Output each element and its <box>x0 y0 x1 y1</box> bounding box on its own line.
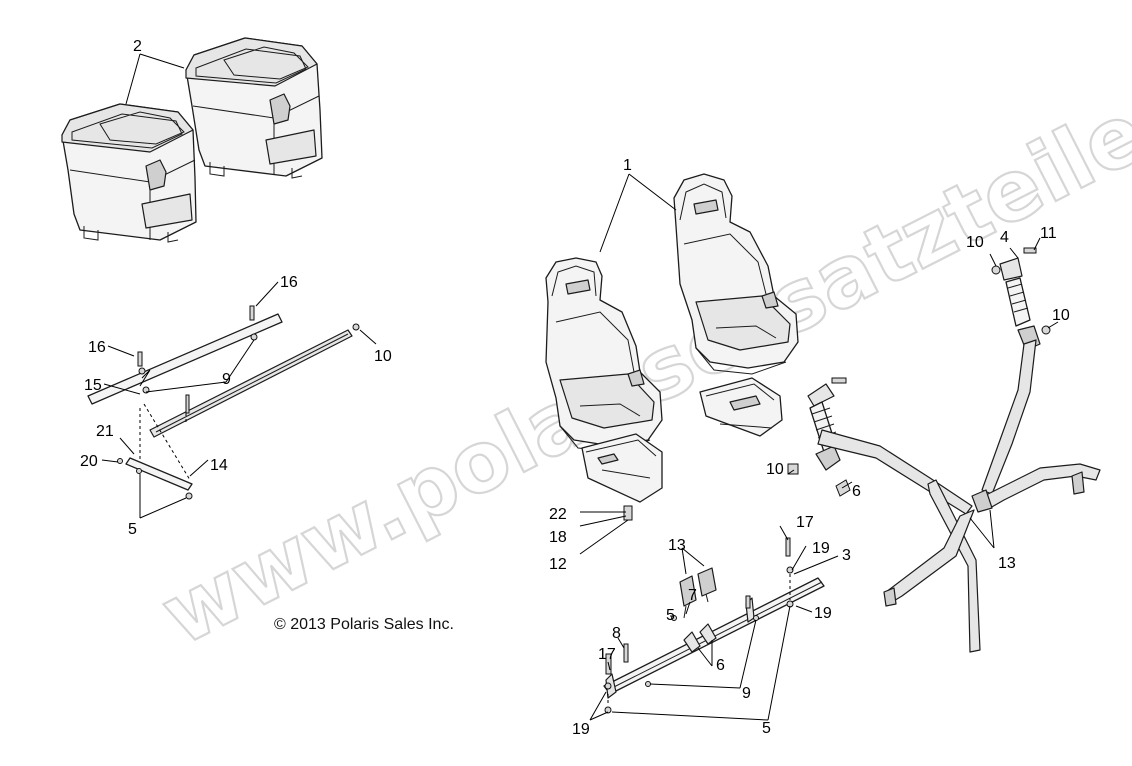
callout-9-left: 9 <box>222 371 231 388</box>
callout-22: 22 <box>549 506 567 523</box>
callout-19-bottom: 19 <box>572 721 590 738</box>
callout-2: 2 <box>133 38 142 55</box>
seat-belt-center <box>787 377 981 653</box>
callout-18: 18 <box>549 529 567 546</box>
rail-15 <box>87 313 283 405</box>
callout-labels: 2 1 16 16 9 10 15 21 20 14 5 22 18 12 13… <box>80 38 1070 738</box>
callout-13-belts: 13 <box>998 555 1016 572</box>
callout-20: 20 <box>80 453 98 470</box>
callout-17-bottom: 17 <box>598 646 616 663</box>
seat-belt-buckles <box>679 567 717 619</box>
callout-10-right: 10 <box>1052 307 1070 324</box>
callout-6-bottom: 6 <box>716 657 725 674</box>
callout-5-mid: 5 <box>666 607 675 624</box>
left-rail-assembly <box>87 305 360 500</box>
seat-bracket-front <box>581 433 663 521</box>
rail-14 <box>125 457 193 491</box>
callout-13-buckles: 13 <box>668 537 686 554</box>
callout-7: 7 <box>688 587 697 604</box>
seat-left <box>545 257 663 453</box>
callout-14: 14 <box>210 457 228 474</box>
callout-15: 15 <box>84 377 102 394</box>
callout-21: 21 <box>96 423 114 440</box>
callout-10-mid: 10 <box>766 461 784 478</box>
copyright-text: © 2013 Polaris Sales Inc. <box>274 616 454 633</box>
callout-12: 12 <box>549 556 567 573</box>
leader-lines <box>101 53 1059 721</box>
callout-3: 3 <box>842 547 851 564</box>
callout-16-top: 16 <box>280 274 298 291</box>
callout-5-left: 5 <box>128 521 137 538</box>
callout-6-mid: 6 <box>852 483 861 500</box>
callout-11: 11 <box>1040 225 1057 242</box>
seat-right <box>673 173 799 375</box>
callout-16-left: 16 <box>88 339 106 356</box>
callout-9-bottom: 9 <box>742 685 751 702</box>
seat-belt-right <box>971 247 1101 513</box>
callout-5-bottom: 5 <box>762 720 771 737</box>
callout-8: 8 <box>612 625 621 642</box>
storage-box-left <box>61 103 197 243</box>
callout-1: 1 <box>623 157 632 174</box>
callout-10-left: 10 <box>374 348 392 365</box>
callout-17-right: 17 <box>796 514 814 531</box>
storage-box-right <box>185 37 323 179</box>
bottom-rail-assembly <box>603 537 825 714</box>
callout-19-right: 19 <box>814 605 832 622</box>
seat-bracket-rear <box>699 377 783 437</box>
callout-4: 4 <box>1000 229 1009 246</box>
callout-10-top: 10 <box>966 234 984 251</box>
callout-19-top: 19 <box>812 540 830 557</box>
